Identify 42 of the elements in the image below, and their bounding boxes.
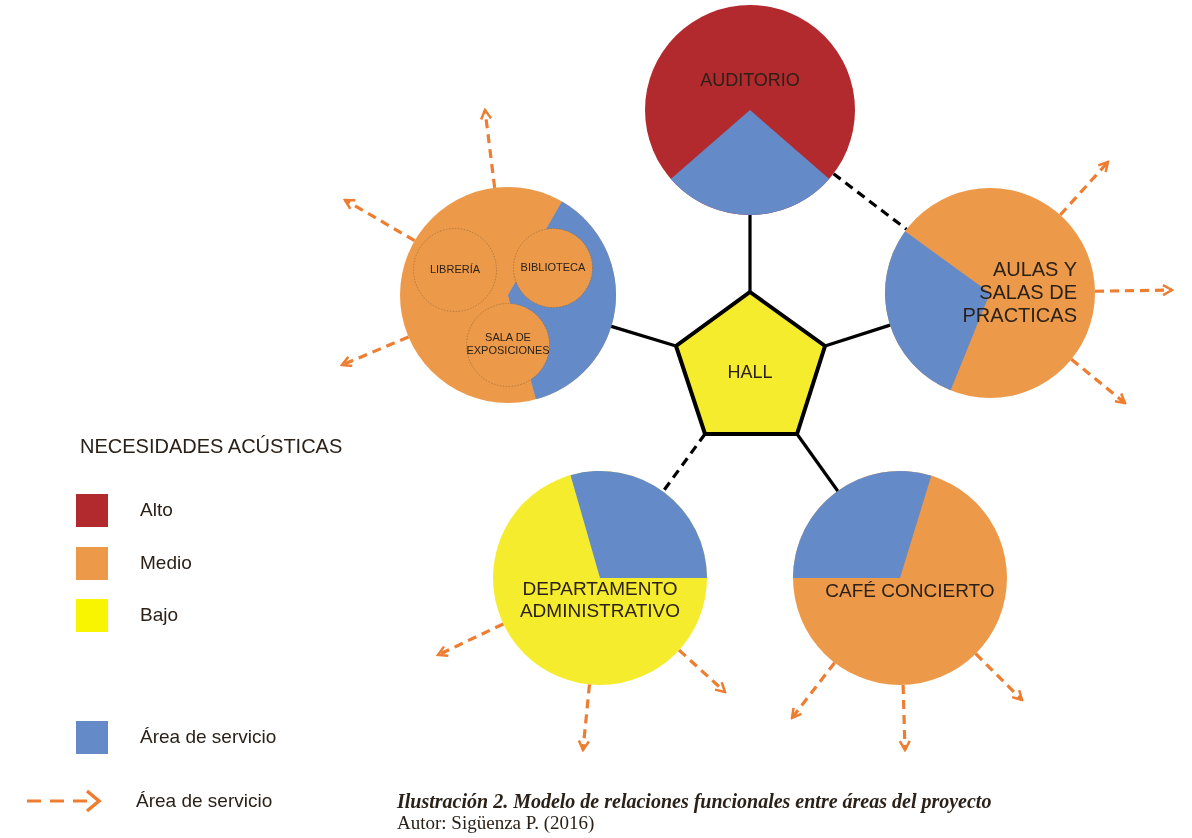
sub-area-circle (466, 303, 550, 387)
area-name: LIBRERÍA (428, 263, 482, 276)
pie-circle (793, 471, 1007, 685)
pie-circle (645, 5, 855, 215)
pie-circle (885, 188, 1095, 398)
dashed-arrow (577, 684, 592, 752)
author-credit: Autor: Sigüenza P. (2016) (397, 812, 595, 834)
dashed-arrow (1070, 358, 1127, 405)
area-group-circle (400, 187, 616, 403)
dashed-arrow (340, 335, 410, 368)
area-name: SALA DE EXPOSICIONES (466, 331, 550, 357)
dashed-arrow (1059, 160, 1110, 217)
dashed-arrow (678, 648, 727, 694)
legend-label: Bajo (140, 604, 179, 626)
connector-line (610, 324, 677, 348)
area-name: AUDITORIO (699, 70, 801, 91)
dashed-arrow (436, 622, 505, 657)
dashed-arrow (343, 198, 416, 242)
area-name: BIBLIOTECA (519, 261, 587, 274)
sub-area-circle (513, 228, 593, 308)
dashed-connector-line (661, 433, 707, 493)
legend-label: Alto (140, 499, 173, 521)
sub-area-circle (413, 228, 497, 312)
dashed-arrow (898, 684, 911, 752)
area-name: CAFÉ CONCIERTO (824, 580, 996, 602)
legend-title: NECESIDADES ACÚSTICAS (80, 435, 343, 458)
legend-label: Medio (140, 552, 192, 574)
connector-line (824, 323, 891, 348)
dashed-arrow (974, 652, 1024, 702)
dashed-arrow (479, 108, 497, 189)
pentagon-node (676, 292, 825, 434)
legend-label: Área de servicio (140, 726, 277, 748)
pie-circle (493, 471, 707, 685)
area-name: DEPARTAMENTO ADMINISTRATIVO (518, 578, 682, 622)
connector-line (795, 433, 840, 492)
dashed-arrow (790, 661, 836, 720)
dashed-arrow (1094, 283, 1174, 297)
connector-line (748, 215, 752, 292)
dashed-connector-line (832, 172, 908, 231)
legend-label: Área de servicio (136, 790, 273, 812)
figure-caption: Ilustración 2. Modelo de relaciones funcionales entre áreas del proyecto (397, 790, 992, 813)
area-name: HALL (726, 362, 774, 383)
